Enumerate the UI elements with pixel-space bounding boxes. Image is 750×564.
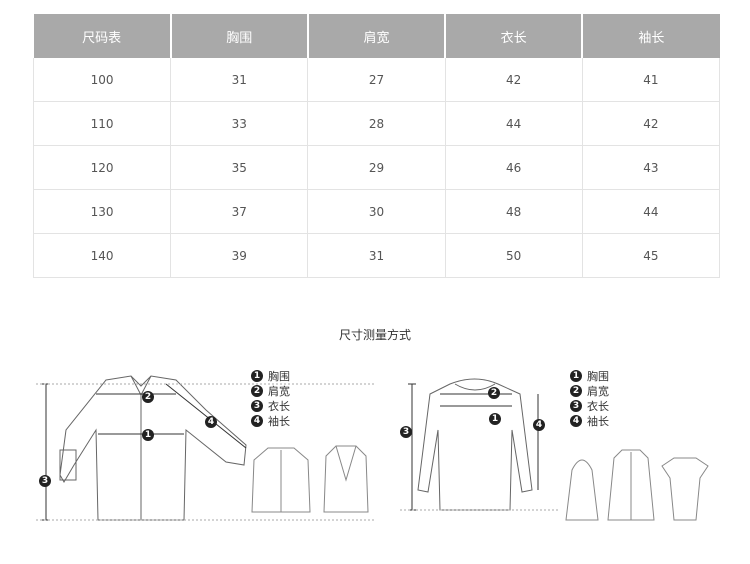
legend-label: 肩宽 — [268, 384, 290, 398]
legend-number: 2 — [570, 384, 582, 397]
legend-item: 4 袖长 — [570, 413, 609, 428]
header-length: 衣长 — [445, 14, 584, 58]
legend-item: 3 衣长 — [570, 398, 609, 413]
marker-3: 3 — [39, 475, 51, 487]
legend-label: 肩宽 — [587, 384, 609, 398]
cell-sleeve: 45 — [582, 233, 721, 278]
table-row: 130 37 30 48 44 — [32, 189, 721, 234]
legend-number: 1 — [251, 369, 263, 382]
size-chart-table: 尺码表 胸围 肩宽 衣长 袖长 100 31 27 42 41 110 33 2… — [32, 14, 721, 278]
legend-left: 1 胸围 2 肩宽 3 衣长 4 袖长 — [251, 368, 290, 428]
marker-1: 1 — [142, 429, 154, 441]
marker-4: 4 — [533, 419, 545, 431]
cell-sleeve: 42 — [582, 101, 721, 146]
cell-shoulder: 31 — [307, 233, 446, 278]
cell-size: 130 — [32, 189, 172, 234]
legend-label: 衣长 — [587, 399, 609, 413]
header-shoulder: 肩宽 — [307, 14, 447, 58]
legend-number: 3 — [251, 399, 263, 412]
legend-item: 1 胸围 — [251, 368, 290, 383]
cell-shoulder: 27 — [307, 58, 446, 102]
legend-label: 袖长 — [268, 414, 290, 428]
cell-length: 48 — [445, 189, 583, 234]
legend-item: 1 胸围 — [570, 368, 609, 383]
cell-size: 120 — [32, 145, 172, 190]
cell-sleeve: 41 — [582, 58, 721, 102]
legend-number: 2 — [251, 384, 263, 397]
legend-number: 4 — [251, 414, 263, 427]
sweater-measurement-diagram — [400, 378, 709, 521]
legend-right: 1 胸围 2 肩宽 3 衣长 4 袖长 — [570, 368, 609, 428]
legend-label: 袖长 — [587, 414, 609, 428]
legend-item: 2 肩宽 — [570, 383, 609, 398]
marker-2: 2 — [142, 391, 154, 403]
cell-shoulder: 30 — [307, 189, 446, 234]
marker-1: 1 — [489, 413, 501, 425]
cell-length: 42 — [445, 58, 583, 102]
cell-size: 140 — [32, 233, 172, 278]
cell-size: 110 — [32, 101, 172, 146]
cell-chest: 33 — [170, 101, 309, 146]
table-row: 110 33 28 44 42 — [32, 101, 721, 146]
header-chest: 胸围 — [170, 14, 309, 58]
cell-length: 50 — [445, 233, 583, 278]
legend-number: 1 — [570, 369, 582, 382]
shirt-measurement-diagram — [36, 375, 376, 521]
legend-number: 3 — [570, 399, 582, 412]
legend-number: 4 — [570, 414, 582, 427]
measurement-method-title: 尺寸测量方式 — [338, 328, 411, 342]
header-size: 尺码表 — [33, 14, 172, 58]
legend-label: 衣长 — [268, 399, 290, 413]
table-row: 100 31 27 42 41 — [32, 58, 721, 102]
marker-2: 2 — [488, 387, 500, 399]
legend-label: 胸围 — [268, 369, 290, 383]
cell-length: 44 — [445, 101, 583, 146]
marker-3: 3 — [400, 426, 412, 438]
cell-chest: 39 — [170, 233, 309, 278]
cell-chest: 37 — [170, 189, 309, 234]
legend-item: 2 肩宽 — [251, 383, 290, 398]
cell-chest: 31 — [170, 58, 309, 102]
table-row: 120 35 29 46 43 — [32, 145, 721, 190]
marker-4: 4 — [205, 416, 217, 428]
cell-sleeve: 43 — [582, 145, 721, 190]
table-header-row: 尺码表 胸围 肩宽 衣长 袖长 — [33, 14, 720, 58]
legend-item: 4 袖长 — [251, 413, 290, 428]
legend-label: 胸围 — [587, 369, 609, 383]
table-row: 140 39 31 50 45 — [32, 233, 721, 278]
cell-chest: 35 — [170, 145, 309, 190]
cell-size: 100 — [32, 58, 172, 102]
header-sleeve: 袖长 — [582, 14, 720, 58]
cell-length: 46 — [445, 145, 583, 190]
cell-shoulder: 29 — [307, 145, 446, 190]
cell-sleeve: 44 — [582, 189, 721, 234]
legend-item: 3 衣长 — [251, 398, 290, 413]
cell-shoulder: 28 — [307, 101, 446, 146]
